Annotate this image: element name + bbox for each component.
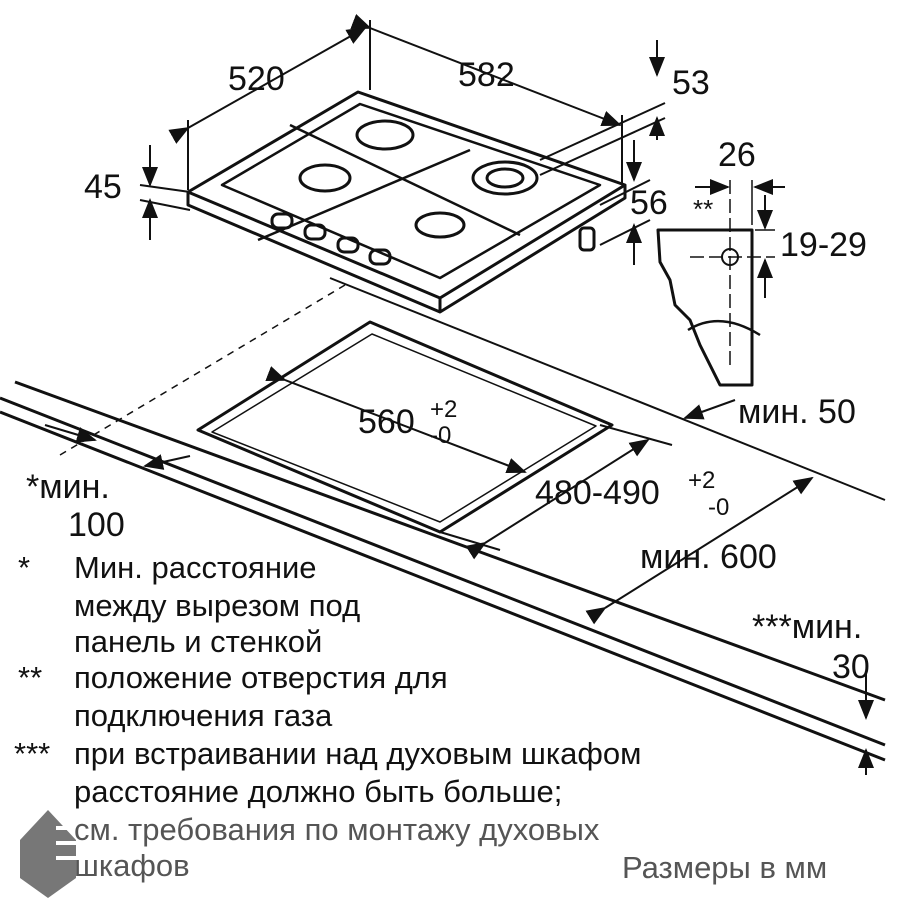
note-3-line: шкафов [74, 848, 190, 883]
watermark-logo [20, 810, 158, 898]
units-note: Размеры в мм [622, 850, 828, 885]
note-2-line: подключения газа [74, 698, 333, 733]
note-3-line: расстояние должно быть больше; [74, 774, 563, 809]
cutout-depth-label: 480-490 [535, 474, 660, 512]
note-3-line: см. требования по монтажу духовых [74, 812, 600, 847]
dim-depth-label: 582 [458, 56, 515, 94]
dim-height-label: 45 [84, 168, 122, 206]
cutout-width-label: 560 [358, 403, 415, 441]
min-back-label: мин. 50 [738, 393, 856, 431]
hob [186, 90, 627, 314]
min-side-label-2: 100 [68, 506, 125, 544]
note-2-marker: ** [18, 660, 43, 695]
note-3-line: при встраивании над духовым шкафом [74, 736, 642, 771]
note-1-line: панель и стенкой [74, 624, 323, 659]
dim-rear-offset-label: 53 [672, 64, 710, 102]
gas-marker: ** [693, 194, 714, 224]
gas-connection-detail [656, 179, 785, 387]
note-1-line: Мин. расстояние [74, 550, 317, 585]
dim-gas-offset-label: 56 [630, 184, 668, 222]
note-3-marker: *** [14, 736, 51, 771]
dim-gas-height-label: 19-29 [780, 226, 867, 264]
cutout-width-tol-minus: -0 [430, 422, 452, 449]
min-below-label-1: ***мин. [752, 608, 863, 646]
note-1-line: между вырезом под [74, 588, 361, 623]
note-1-marker: * [18, 550, 31, 585]
cutout-width-tol-plus: +2 [430, 396, 458, 423]
cutout-depth-tol-minus: -0 [708, 494, 730, 521]
min-below-label-2: 30 [832, 648, 870, 686]
cutout-depth-tol-plus: +2 [688, 467, 716, 494]
note-2-line: положение отверстия для [74, 660, 448, 695]
dim-width-label: 520 [228, 60, 285, 98]
dim-gas-side-label: 26 [718, 136, 756, 174]
min-front-label: мин. 600 [640, 538, 777, 576]
min-side-label-1: *мин. [26, 468, 110, 506]
